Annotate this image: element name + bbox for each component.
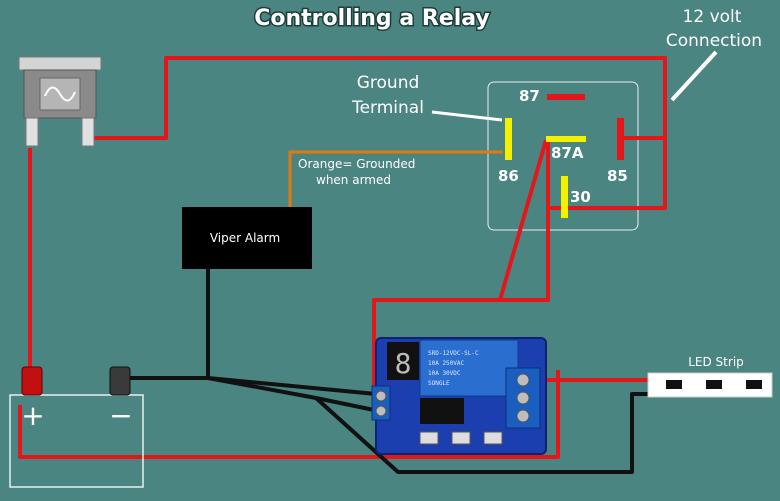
pin-87a-label: 87A — [551, 144, 584, 162]
relay-pins: 87 86 87A 85 30 — [498, 87, 628, 218]
connection-label-line1: 12 volt — [683, 7, 742, 27]
alarm-label: Viper Alarm — [210, 231, 280, 245]
module-button-3 — [483, 431, 503, 445]
wire-battery-bottom — [18, 370, 560, 459]
connection-label-line2: Connection — [666, 31, 762, 51]
led-3 — [746, 380, 762, 389]
connection-pointer — [670, 50, 718, 102]
fuse-icon — [44, 86, 76, 102]
battery-plus-sign: + — [21, 399, 44, 432]
module-button-1 — [419, 431, 439, 445]
ground-pointer — [431, 110, 503, 122]
relay-module: 8 SRD-12VDC-SL-C 10A 250VAC 10A 30VDC SO… — [371, 337, 547, 455]
svg-text:10A 30VDC: 10A 30VDC — [428, 370, 461, 377]
fuse — [18, 56, 102, 147]
led-display — [387, 342, 419, 380]
wire-battery-minus-to-module — [130, 376, 375, 412]
ic-chip — [420, 398, 464, 424]
ground-label-line2: Terminal — [351, 98, 424, 118]
svg-text:SONGLE: SONGLE — [428, 380, 450, 387]
svg-text:10A 250VAC: 10A 250VAC — [428, 360, 465, 367]
red-wires — [18, 56, 667, 459]
wire-alarm-to-module — [207, 376, 377, 396]
wire-87-diagonal — [498, 139, 548, 301]
viper-alarm-box: Viper Alarm — [182, 207, 312, 269]
led-strip-label: LED Strip — [688, 355, 744, 369]
orange-label-line1: Orange= Grounded — [298, 157, 415, 171]
battery: + − — [9, 366, 144, 488]
pin-86-blade — [505, 118, 512, 160]
black-wires — [130, 268, 648, 474]
pin-87a-blade — [546, 136, 586, 142]
led-1 — [666, 380, 682, 389]
svg-text:SRD-12VDC-SL-C: SRD-12VDC-SL-C — [428, 350, 479, 357]
pin-85-blade — [617, 118, 624, 160]
pin-30-blade — [561, 176, 568, 218]
battery-negative-terminal — [109, 366, 131, 396]
relay-component — [419, 339, 519, 397]
orange-label-line2: when armed — [316, 173, 391, 187]
wire-12v-to-pin30 — [94, 56, 667, 210]
pin-86-label: 86 — [498, 167, 519, 185]
orange-wire — [288, 150, 503, 210]
battery-minus-sign: − — [109, 399, 132, 432]
pin-87-blade — [547, 94, 585, 100]
relay-outline — [487, 81, 639, 231]
module-button-2 — [451, 431, 471, 445]
display-digit: 8 — [395, 347, 412, 380]
pin-87-label: 87 — [519, 87, 540, 105]
pin-30-label: 30 — [570, 188, 591, 206]
wire-ground-to-led — [314, 392, 648, 474]
diagram-title: Controlling a Relay — [254, 6, 490, 31]
led-2 — [706, 380, 722, 389]
ground-label-line1: Ground — [357, 73, 420, 93]
battery-positive-terminal — [21, 366, 43, 396]
led-strip: LED Strip — [647, 355, 773, 398]
wire-87a-to-module — [372, 138, 550, 396]
pin-85-label: 85 — [607, 167, 628, 185]
